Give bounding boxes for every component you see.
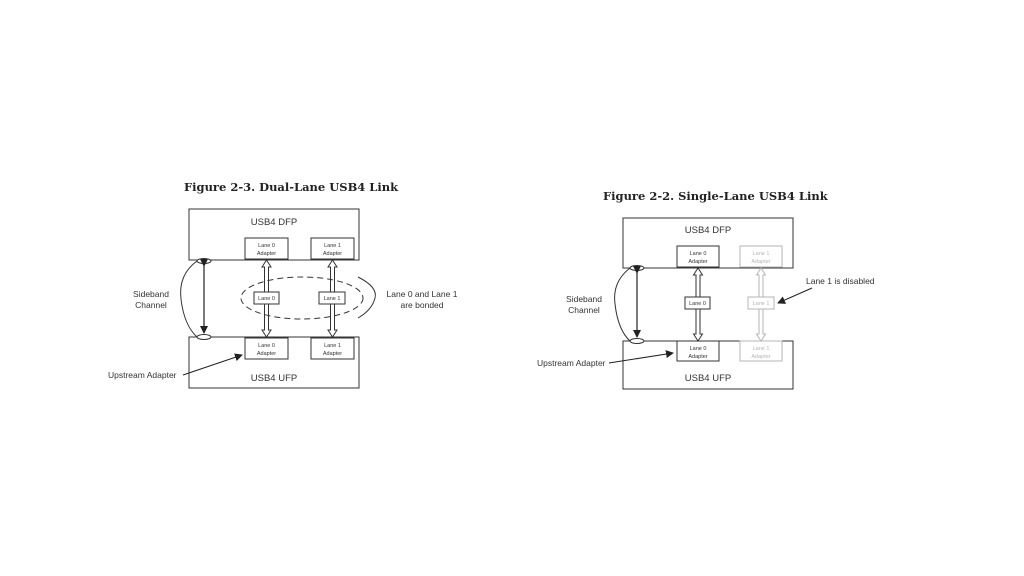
ufp-lane0-adapter-line2: Adapter xyxy=(688,354,707,360)
ufp-lane1-adapter-line2: Adapter xyxy=(751,354,770,360)
sideband-label-line1: Sideband xyxy=(133,289,169,299)
upstream-adapter-pointer xyxy=(608,350,674,364)
dfp-lane1-adapter-line1: Lane 1 xyxy=(324,243,341,249)
lane0-label: Lane 0 xyxy=(689,301,706,307)
figure-title: Figure 2-3. Dual-Lane USB4 Link xyxy=(184,180,399,194)
dfp-lane1-adapter-disabled xyxy=(739,245,783,268)
sideband-bottom-port xyxy=(196,334,212,340)
ufp-lane0-adapter xyxy=(244,337,289,360)
lane1-box-disabled xyxy=(747,296,775,310)
ufp-lane1-adapter-line1: Lane 1 xyxy=(753,346,770,352)
sideband-bracket xyxy=(614,267,631,342)
dfp-lane1-adapter-line2: Adapter xyxy=(751,259,770,265)
lane1-label: Lane 1 xyxy=(324,296,341,302)
usb4-dfp-label: USB4 DFP xyxy=(251,217,297,228)
bonded-ellipse xyxy=(240,276,364,320)
dfp-lane1-adapter xyxy=(310,237,355,260)
bond-bracket xyxy=(357,276,376,319)
dfp-lane0-adapter-line2: Adapter xyxy=(688,259,707,265)
ufp-lane1-adapter-line2: Adapter xyxy=(323,351,342,357)
lane1-box xyxy=(318,291,346,305)
sideband-top-port xyxy=(629,265,645,271)
lane1-label: Lane 1 xyxy=(753,301,770,307)
disabled-annotation: Lane 1 is disabled xyxy=(806,276,875,286)
bond-annotation-line2: are bonded xyxy=(400,300,443,310)
sideband-label-line2: Channel xyxy=(568,305,600,315)
dfp-lane0-adapter xyxy=(244,237,289,260)
ufp-lane0-adapter-line1: Lane 0 xyxy=(258,343,275,349)
bond-annotation-line1: Lane 0 and Lane 1 xyxy=(387,289,458,299)
usb4-dfp-label: USB4 DFP xyxy=(685,225,731,236)
sideband-top-port xyxy=(196,258,212,264)
figure-title: Figure 2-2. Single-Lane USB4 Link xyxy=(603,189,829,203)
usb4-ufp-label: USB4 UFP xyxy=(251,373,297,384)
lane0-label: Lane 0 xyxy=(258,296,275,302)
upstream-adapter-pointer xyxy=(182,353,243,376)
dfp-lane0-adapter-line2: Adapter xyxy=(257,251,276,257)
ufp-lane1-adapter xyxy=(310,337,355,360)
disabled-pointer xyxy=(777,287,813,304)
ufp-lane0-adapter-line2: Adapter xyxy=(257,351,276,357)
usb4-ufp-label: USB4 UFP xyxy=(685,373,731,384)
upstream-adapter-label: Upstream Adapter xyxy=(537,358,606,368)
figure-dual-lane: Figure 2-3. Dual-Lane USB4 Link USB4 DFP… xyxy=(108,180,458,389)
dfp-lane1-adapter-line2: Adapter xyxy=(323,251,342,257)
sideband-label-line1: Sideband xyxy=(566,294,602,304)
dfp-lane0-adapter-line1: Lane 0 xyxy=(258,243,275,249)
ufp-lane1-adapter-line1: Lane 1 xyxy=(324,343,341,349)
sideband-label-line2: Channel xyxy=(135,300,167,310)
lane0-box xyxy=(253,291,280,305)
dfp-lane1-adapter-line1: Lane 1 xyxy=(753,251,770,257)
figure-single-lane: Figure 2-2. Single-Lane USB4 Link USB4 D… xyxy=(537,189,875,390)
dfp-lane0-adapter xyxy=(676,245,720,268)
dfp-lane0-adapter-line1: Lane 0 xyxy=(690,251,707,257)
lane0-box xyxy=(684,296,711,310)
sideband-bracket xyxy=(180,260,198,338)
upstream-adapter-label: Upstream Adapter xyxy=(108,370,177,380)
ufp-lane0-adapter-line1: Lane 0 xyxy=(690,346,707,352)
sideband-bottom-port xyxy=(629,338,645,344)
